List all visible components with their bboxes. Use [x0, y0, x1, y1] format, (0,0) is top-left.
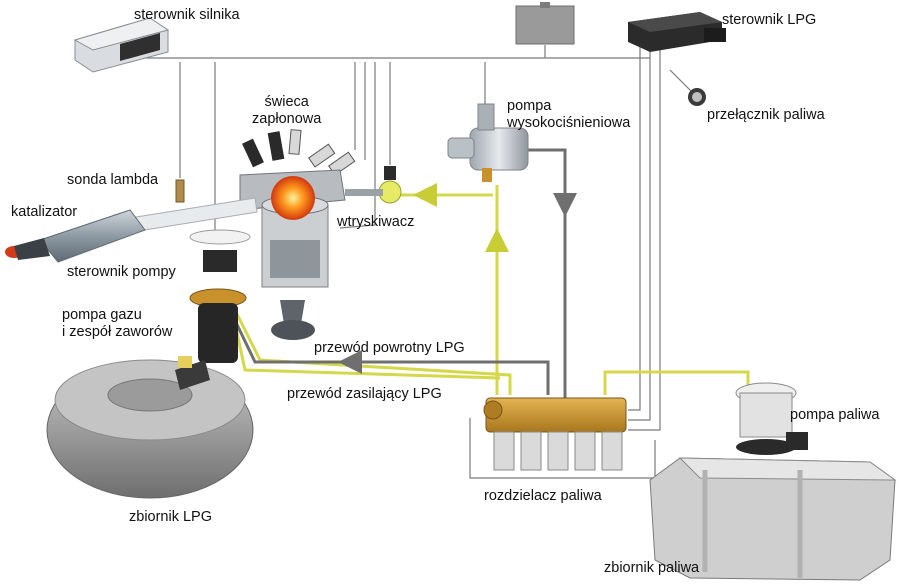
label-sterownik-pompy: sterownik pompy: [67, 264, 176, 280]
engine-cylinder: [239, 169, 346, 340]
label-wtryskiwacz: wtryskiwacz: [337, 214, 415, 230]
label-sterownik-lpg: sterownik LPG: [722, 12, 817, 28]
lpg-supply-line: [228, 185, 750, 395]
lpg-pump-valve-unit: [189, 288, 247, 363]
engine-ecu: [73, 17, 170, 73]
pump-controller: [189, 229, 251, 272]
control-module-box: [515, 2, 575, 45]
lpg-return-line: [228, 148, 567, 400]
lpg-ecu: [628, 12, 726, 52]
label-przewod-zasilajacy: przewód zasilający LPG: [287, 386, 442, 402]
lpg-tank: [46, 356, 254, 499]
label-pompa-wysokocisnieniowa: pompa wysokociśnieniowa: [507, 98, 630, 132]
catalytic-converter: [5, 197, 258, 263]
label-swieca-zaplonowa: świeca zapłonowa: [252, 94, 321, 128]
label-pompa-line2: wysokociśnieniowa: [507, 115, 631, 131]
fuel-distributor: [483, 397, 627, 471]
injector: [345, 166, 402, 204]
label-pompa-gazu-line1: pompa gazu: [62, 307, 142, 323]
label-katalizator: katalizator: [11, 204, 78, 220]
wiring-harness: [119, 40, 693, 479]
label-przewod-powrotny: przewód powrotny LPG: [314, 340, 465, 356]
label-pompa-paliwa: pompa paliwa: [790, 407, 880, 423]
label-pompa-line1: pompa: [507, 98, 552, 114]
label-przelacznik-paliwa: przełącznik paliwa: [707, 107, 825, 123]
label-pompa-gazu-line2: i zespół zaworów: [62, 324, 173, 340]
lambda-sensor: [175, 179, 185, 203]
fuel-tank: [649, 457, 897, 581]
fuel-switch: [688, 88, 706, 106]
label-zbiornik-lpg: zbiornik LPG: [129, 509, 213, 525]
fuel-pump: [735, 382, 808, 455]
label-pompa-gazu: pompa gazu i zespół zaworów: [62, 307, 172, 341]
spark-plugs: [242, 129, 356, 176]
label-rozdzielacz-paliwa: rozdzielacz paliwa: [484, 488, 602, 504]
high-pressure-pump: [447, 103, 529, 182]
label-sonda-lambda: sonda lambda: [67, 172, 159, 188]
label-zbiornik-paliwa: zbiornik paliwa: [604, 560, 700, 576]
label-swieca-line1: świeca: [264, 94, 309, 110]
label-swieca-line2: zapłonowa: [252, 111, 322, 127]
label-sterownik-silnika: sterownik silnika: [134, 7, 240, 23]
